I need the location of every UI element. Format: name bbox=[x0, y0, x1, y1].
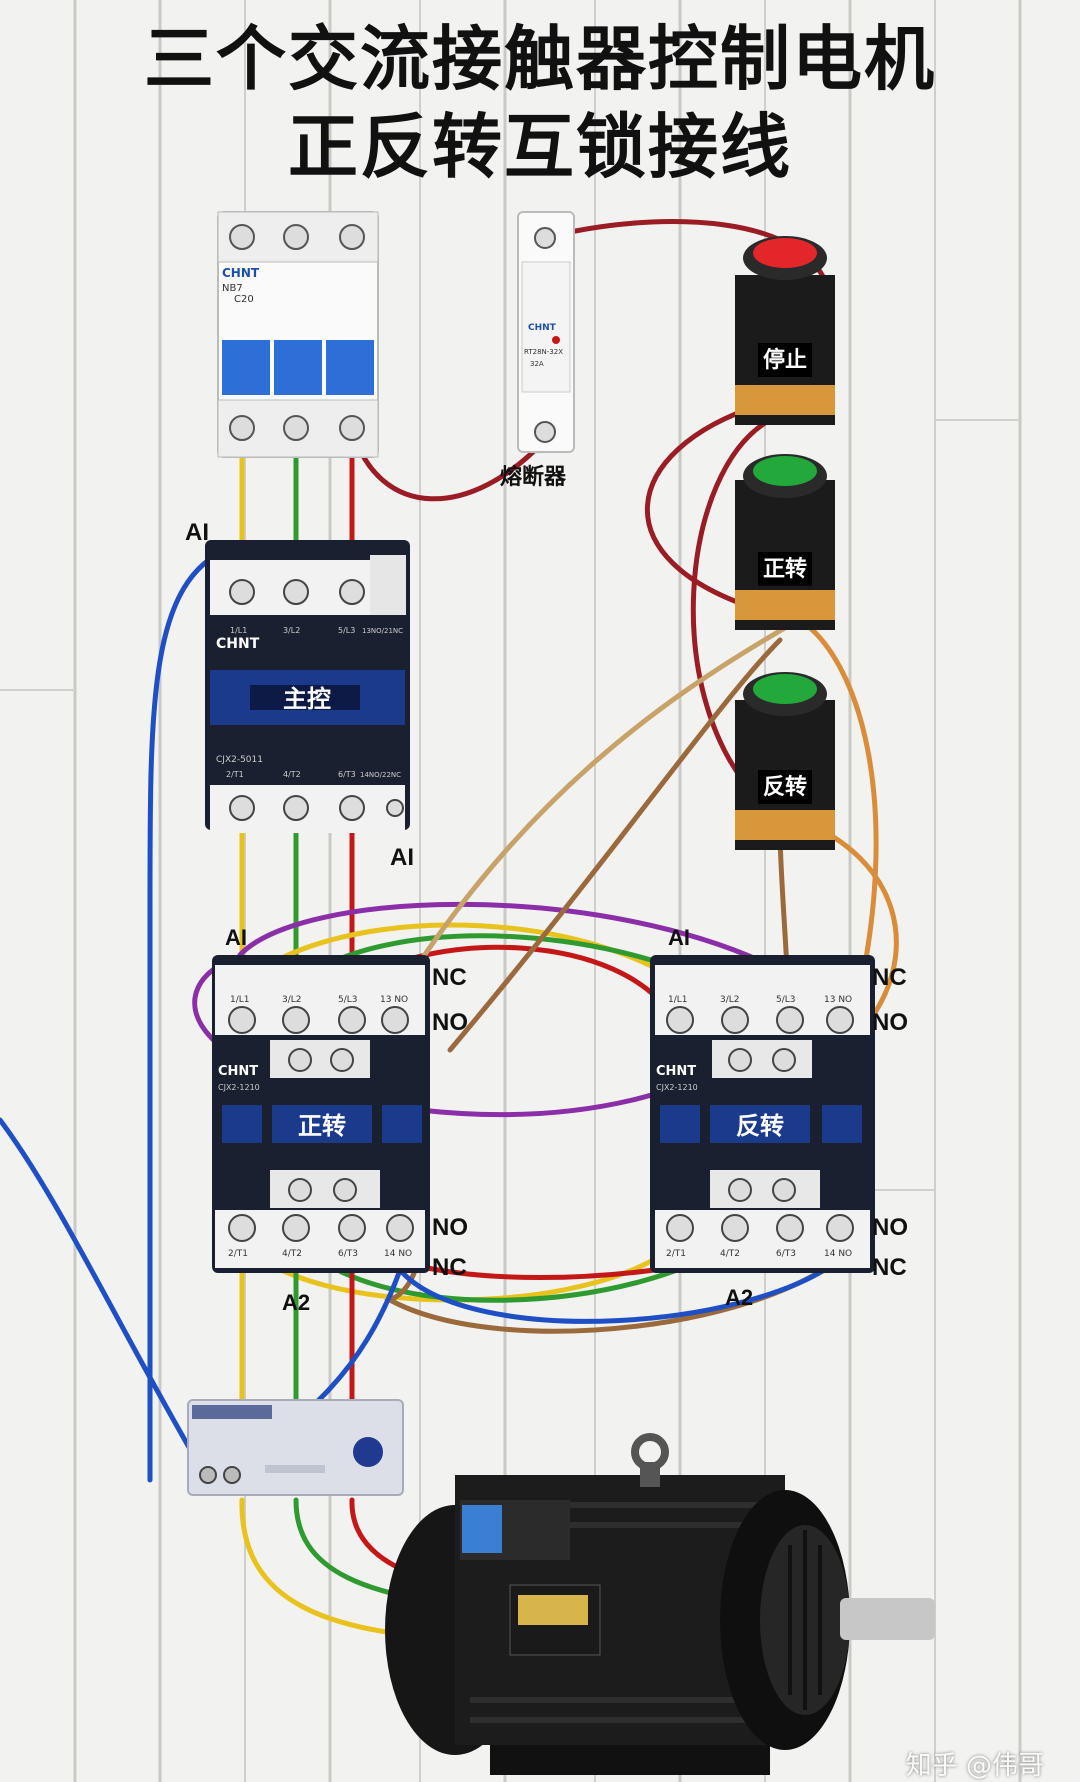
motor bbox=[385, 1433, 935, 1775]
main-term-top-4: 13NO/21NC bbox=[362, 627, 403, 635]
watermark: 知乎 @伟哥 bbox=[905, 1751, 1044, 1781]
page-title-line-1: 三个交流接触器控制电机 bbox=[144, 18, 936, 100]
breaker-handle-3[interactable] bbox=[326, 340, 374, 395]
forward-button-label: 正转 bbox=[763, 556, 807, 582]
reverse-button-cap[interactable] bbox=[753, 674, 817, 704]
wire-stop-loop2 bbox=[690, 417, 773, 803]
overload-reset-knob[interactable] bbox=[353, 1437, 383, 1467]
main-term-top-1: 1/L1 bbox=[230, 626, 247, 635]
main-contactor: 1/L1 3/L2 5/L3 13NO/21NC CHNT 主控 CJX2-50… bbox=[205, 540, 410, 833]
label-no-rev-bot: NO bbox=[872, 1214, 908, 1241]
stop-button-cap[interactable] bbox=[753, 238, 817, 268]
main-term-top-2: 3/L2 bbox=[283, 626, 300, 635]
fwd-term-bot-3: 6/T3 bbox=[338, 1249, 358, 1259]
main-model: CJX2-5011 bbox=[216, 755, 263, 765]
wire-out-blue bbox=[397, 1252, 848, 1324]
breaker-model: NB7 bbox=[222, 283, 243, 294]
label-nc-fwd-top: NC bbox=[432, 964, 467, 991]
wire-blue-left bbox=[0, 1117, 208, 1478]
forward-contactor: 1/L1 3/L2 5/L3 13 NO CHNT CJX2-1210 正转 2… bbox=[212, 955, 430, 1273]
rev-term-top-4: 13 NO bbox=[824, 995, 852, 1005]
label-no-rev-top: NO bbox=[872, 1009, 908, 1036]
rev-term-top-3: 5/L3 bbox=[776, 995, 796, 1005]
fwd-term-top-3: 5/L3 bbox=[338, 995, 358, 1005]
label-a1-rev: AI bbox=[668, 925, 690, 950]
button-reverse[interactable]: 反转 bbox=[735, 672, 835, 850]
wire-orange-fwd bbox=[797, 617, 879, 993]
label-a1-main: AI bbox=[185, 519, 209, 546]
forward-button-cap[interactable] bbox=[753, 456, 817, 486]
main-term-bot-3: 6/T3 bbox=[338, 770, 356, 779]
wire-tan-fwd bbox=[392, 622, 793, 1003]
rev-term-top-1: 1/L1 bbox=[668, 995, 688, 1005]
wire-purple-top bbox=[237, 901, 783, 973]
fuse-label: 熔断器 bbox=[500, 464, 567, 490]
wire-stop-loop1 bbox=[644, 402, 763, 613]
main-term-bot-4: 14NO/22NC bbox=[360, 771, 401, 779]
main-term-bot-2: 4/T2 bbox=[283, 770, 301, 779]
label-no-fwd-bot: NO bbox=[432, 1214, 468, 1241]
fuse-model: RT28N-32X bbox=[524, 348, 563, 356]
fuse-rating: 32A bbox=[530, 360, 544, 368]
breaker-rating: C20 bbox=[234, 294, 254, 305]
label-a1-fwd: AI bbox=[225, 925, 247, 950]
breaker-brand: CHNT bbox=[222, 266, 260, 280]
breaker-handle-2[interactable] bbox=[274, 340, 322, 395]
fuse-holder: CHNT RT28N-32X 32A 熔断器 bbox=[500, 211, 575, 490]
label-a2-fwd: A2 bbox=[282, 1290, 310, 1315]
wire-blue-a1 bbox=[147, 545, 233, 1483]
label-nc-fwd-bot: NC bbox=[432, 1254, 467, 1281]
fwd-term-bot-2: 4/T2 bbox=[282, 1249, 302, 1259]
fwd-contactor-label: 正转 bbox=[298, 1112, 346, 1140]
rev-term-bot-2: 4/T2 bbox=[720, 1249, 740, 1259]
fwd-term-top-1: 1/L1 bbox=[230, 995, 250, 1005]
rev-brand: CHNT bbox=[656, 1064, 696, 1079]
main-brand: CHNT bbox=[216, 636, 260, 652]
main-term-bot-1: 2/T1 bbox=[226, 770, 244, 779]
button-stop[interactable]: 停止 bbox=[735, 236, 835, 425]
rev-term-bot-4: 14 NO bbox=[824, 1249, 852, 1259]
button-forward[interactable]: 正转 bbox=[735, 454, 835, 630]
reverse-button-label: 反转 bbox=[763, 774, 807, 800]
page-title-line-2: 正反转互锁接线 bbox=[288, 106, 792, 188]
terminal-labels: AI AI AI AI NC NO NC NO NO NC NO NC A2 A… bbox=[185, 519, 908, 1315]
reverse-contactor: 1/L1 3/L2 5/L3 13 NO CHNT CJX2-1210 反转 2… bbox=[650, 955, 875, 1273]
rev-term-bot-3: 6/T3 bbox=[776, 1249, 796, 1259]
breaker-handle-1[interactable] bbox=[222, 340, 270, 395]
fwd-brand: CHNT bbox=[218, 1064, 258, 1079]
label-a2-rev: A2 bbox=[725, 1285, 753, 1310]
label-a1-main-out: AI bbox=[390, 844, 414, 871]
fwd-term-top-2: 3/L2 bbox=[282, 995, 302, 1005]
wire-brown-1 bbox=[447, 637, 783, 1053]
fwd-term-top-4: 13 NO bbox=[380, 995, 408, 1005]
label-nc-rev-top: NC bbox=[872, 964, 907, 991]
fwd-model: CJX2-1210 bbox=[218, 1083, 260, 1092]
stop-button-label: 停止 bbox=[763, 347, 807, 373]
rev-term-bot-1: 2/T1 bbox=[666, 1249, 686, 1259]
rev-model: CJX2-1210 bbox=[656, 1083, 698, 1092]
main-term-top-3: 5/L3 bbox=[338, 626, 355, 635]
fwd-term-bot-4: 14 NO bbox=[384, 1249, 412, 1259]
circuit-breaker: CHNT NB7 C20 bbox=[217, 211, 379, 458]
label-nc-rev-bot: NC bbox=[872, 1254, 907, 1281]
fuse-brand: CHNT bbox=[528, 323, 557, 333]
rev-contactor-label: 反转 bbox=[736, 1112, 784, 1140]
main-contactor-label: 主控 bbox=[283, 685, 331, 713]
label-no-fwd-top: NO bbox=[432, 1009, 468, 1036]
overload-relay bbox=[187, 1399, 404, 1496]
wire-fuse-feed bbox=[349, 427, 548, 502]
rev-term-top-2: 3/L2 bbox=[720, 995, 740, 1005]
fwd-term-bot-1: 2/T1 bbox=[228, 1249, 248, 1259]
